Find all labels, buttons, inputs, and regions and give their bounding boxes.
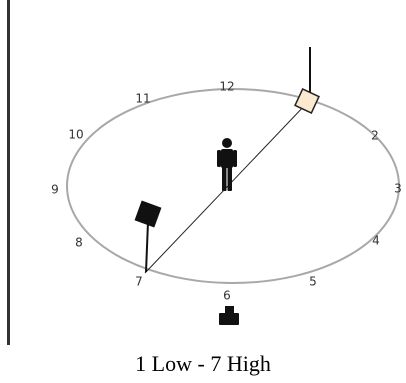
clock-label-10: 10 [68,128,83,142]
clock-label-12: 12 [219,80,234,94]
clock-label-8: 8 [75,236,83,250]
subject-person-icon [217,138,237,191]
camera-icon [219,306,239,325]
fill-light-stand [145,221,149,273]
clock-label-11: 11 [135,92,150,106]
key-light-icon [294,88,320,114]
stage-ellipse [66,88,400,284]
diagram-caption: 1 Low - 7 High [135,351,271,376]
lighting-setup-diagram: 12 2 3 4 5 6 7 8 9 10 11 [7,0,402,345]
clock-label-5: 5 [309,275,317,289]
clock-label-4: 4 [372,234,380,248]
clock-label-9: 9 [51,183,59,197]
clock-label-2: 2 [371,129,379,143]
clock-label-7: 7 [135,275,143,289]
clock-label-3: 3 [394,182,402,196]
left-edge-bar [7,0,10,345]
fill-light-icon [134,200,162,228]
clock-label-6: 6 [223,289,231,303]
